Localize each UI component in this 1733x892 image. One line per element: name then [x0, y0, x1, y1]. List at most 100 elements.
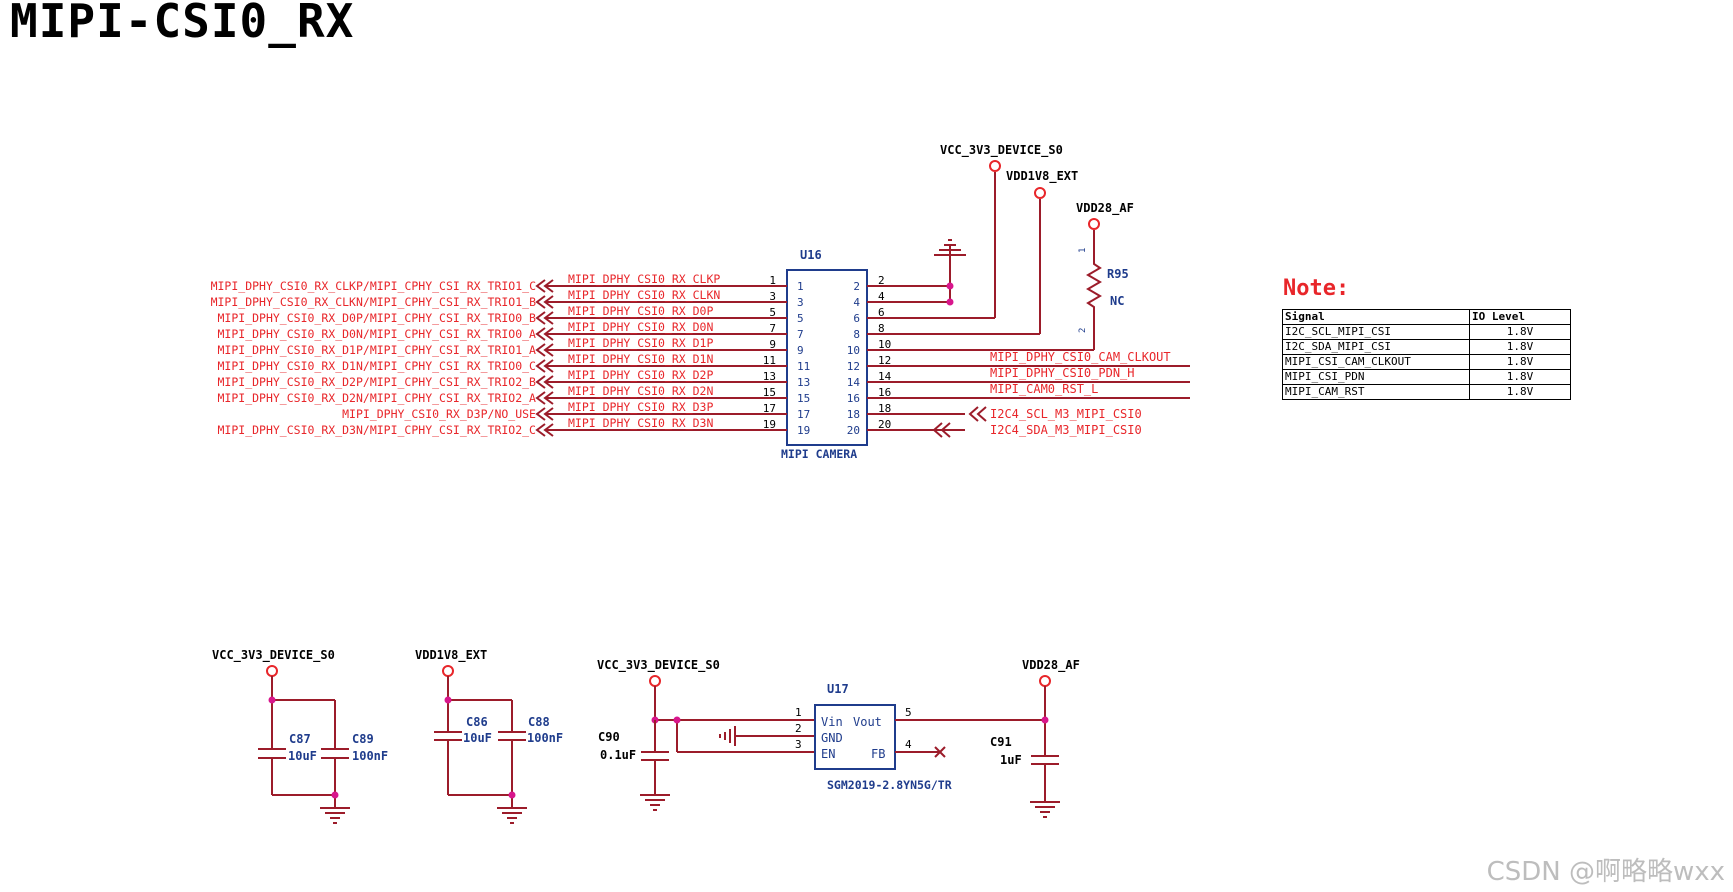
pin-number: 20: [847, 424, 860, 437]
signal-cell: MIPI_CAM_RST: [1282, 384, 1470, 400]
pin-number: 4: [878, 290, 885, 303]
left-net-label: MIPI_DPHY_CSI0_RX_D3N/MIPI_CPHY_CSI_RX_T…: [218, 423, 537, 437]
net-pdn: MIPI_DPHY_CSI0_PDN_H: [990, 366, 1135, 380]
ground-symbol: [934, 239, 966, 256]
pin-number: 3: [769, 290, 776, 303]
signal-cell: I2C_SDA_MIPI_CSI: [1282, 339, 1470, 355]
net-i2c-sda: I2C4_SDA_M3_MIPI_CSI0: [990, 423, 1142, 437]
port-arrow: [535, 343, 546, 357]
connector-u16[interactable]: U16 MIPI CAMERA: [781, 248, 868, 461]
pin-number: 11: [797, 360, 810, 373]
pin-number: 12: [878, 354, 891, 367]
port-arrow: [543, 295, 554, 309]
power-label-vdd28: VDD28_AF: [1022, 658, 1080, 673]
cap-c88-value: 100nF: [527, 731, 563, 745]
junction-dot: [946, 298, 954, 306]
junction-dot: [946, 282, 954, 290]
power-label-vdd1v8: VDD1V8_EXT: [1006, 169, 1078, 184]
cap-c88-ref: C88: [528, 715, 550, 729]
ldo-pin-num: 5: [905, 706, 912, 719]
net-rst: MIPI_CAM0_RST_L: [990, 382, 1098, 396]
left-net-label: MIPI_DPHY_CSI0_RX_D2P/MIPI_CPHY_CSI_RX_T…: [218, 375, 537, 389]
ldo-pin-num: 1: [795, 706, 802, 719]
port-arrow: [543, 423, 554, 437]
cap-c87-value: 10uF: [288, 749, 317, 763]
left-net-label: MIPI_DPHY_CSI0_RX_D2N/MIPI_CPHY_CSI_RX_T…: [218, 391, 537, 405]
pin-number: 7: [797, 328, 804, 341]
pin-number: 17: [797, 408, 810, 421]
wire-net-label: MIPI_DPHY_CSI0_RX_CLKP: [568, 272, 720, 286]
left-net-label: MIPI_DPHY_CSI0_RX_D1N/MIPI_CPHY_CSI_RX_T…: [218, 359, 537, 373]
port-arrow: [535, 327, 546, 341]
connector-name: MIPI CAMERA: [781, 447, 857, 461]
pin-number: 14: [878, 370, 892, 383]
resistor-pin1: 1: [1078, 248, 1088, 253]
port-arrow: [543, 359, 554, 373]
net-cam-clkout: MIPI_DPHY_CSI0_CAM_CLKOUT: [990, 350, 1171, 364]
pin-number: 10: [847, 344, 860, 357]
signal-cell: MIPI_CSI_PDN: [1282, 369, 1470, 385]
pin-number: 16: [847, 392, 860, 405]
power-label-vcc3v3: VCC_3V3_DEVICE_S0: [212, 648, 335, 663]
pin-number: 17: [763, 402, 776, 415]
power-label-vdd28: VDD28_AF: [1076, 201, 1134, 216]
pin-number: 15: [763, 386, 776, 399]
wire-net-label: MIPI_DPHY_CSI0_RX_D0N: [568, 320, 713, 334]
pin-number: 19: [797, 424, 810, 437]
pin-number: 15: [797, 392, 810, 405]
left-net-label: MIPI_DPHY_CSI0_RX_D1P/MIPI_CPHY_CSI_RX_T…: [218, 343, 537, 357]
left-net-label: MIPI_DPHY_CSI0_RX_D0P/MIPI_CPHY_CSI_RX_T…: [218, 311, 537, 325]
signal-cell: I2C_SCL_MIPI_CSI: [1282, 324, 1470, 340]
cap-group-vdd1v8: VDD1V8_EXT C86 10uF C88 100nF: [415, 648, 563, 824]
pin-number: 13: [797, 376, 810, 389]
pin-number: 8: [853, 328, 860, 341]
power-port: [1034, 187, 1046, 199]
pin-number: 6: [853, 312, 860, 325]
left-net-label: MIPI_DPHY_CSI0_RX_CLKP/MIPI_CPHY_CSI_RX_…: [211, 279, 536, 293]
pin-number: 9: [797, 344, 804, 357]
wire-net-label: MIPI_DPHY_CSI0_RX_D2N: [568, 384, 713, 398]
pin-number: 3: [797, 296, 804, 309]
io-level-cell: 1.8V: [1469, 384, 1571, 400]
port-arrow: [535, 407, 546, 421]
left-net-label: MIPI_DPHY_CSI0_RX_CLKN/MIPI_CPHY_CSI_RX_…: [211, 295, 536, 309]
ldo-pin-vout: Vout: [853, 715, 882, 729]
power-port: [989, 160, 1001, 172]
net-i2c-scl: I2C4_SCL_M3_MIPI_CSI0: [990, 407, 1142, 421]
wire-net-label: MIPI_DPHY_CSI0_RX_D1N: [568, 352, 713, 366]
cap-c89-value: 100nF: [352, 749, 388, 763]
pin-number: 18: [847, 408, 860, 421]
wire-net-label: MIPI_DPHY_CSI0_RX_D1P: [568, 336, 713, 350]
pin-number: 2: [853, 280, 860, 293]
ldo-part: SGM2019-2.8YN5G/TR: [827, 778, 952, 792]
pin-number: 16: [878, 386, 891, 399]
table-header-io-level: IO Level: [1469, 309, 1571, 325]
connector-body: [786, 269, 868, 446]
ldo-body[interactable]: [814, 704, 896, 770]
cap-c91-value: 1uF: [1000, 753, 1022, 767]
cap-c90-ref: C90: [598, 730, 620, 744]
right-wires: [867, 160, 1190, 431]
table-header-signal: Signal: [1282, 309, 1470, 325]
port-arrow: [543, 343, 554, 357]
pin-number: 19: [763, 418, 776, 431]
pin-number: 5: [769, 306, 776, 319]
ldo-ref: U17: [827, 682, 849, 696]
port-arrow: [535, 423, 546, 437]
pin-number: 20: [878, 418, 891, 431]
pin-number: 8: [878, 322, 885, 335]
wire-net-label: MIPI_DPHY_CSI0_RX_D3P: [568, 400, 713, 414]
port-arrow: [535, 295, 546, 309]
cap-group-vcc3v3: VCC_3V3_DEVICE_S0 C87 10uF C89 100nF: [212, 648, 388, 824]
note-title: Note:: [1283, 276, 1350, 301]
io-level-cell: 1.8V: [1469, 324, 1571, 340]
pin-number: 7: [769, 322, 776, 335]
signal-cell: MIPI_CSI_CAM_CLKOUT: [1282, 354, 1470, 370]
io-level-cell: 1.8V: [1469, 354, 1571, 370]
port-arrow: [543, 327, 554, 341]
ldo-pin-num: 2: [795, 722, 802, 735]
